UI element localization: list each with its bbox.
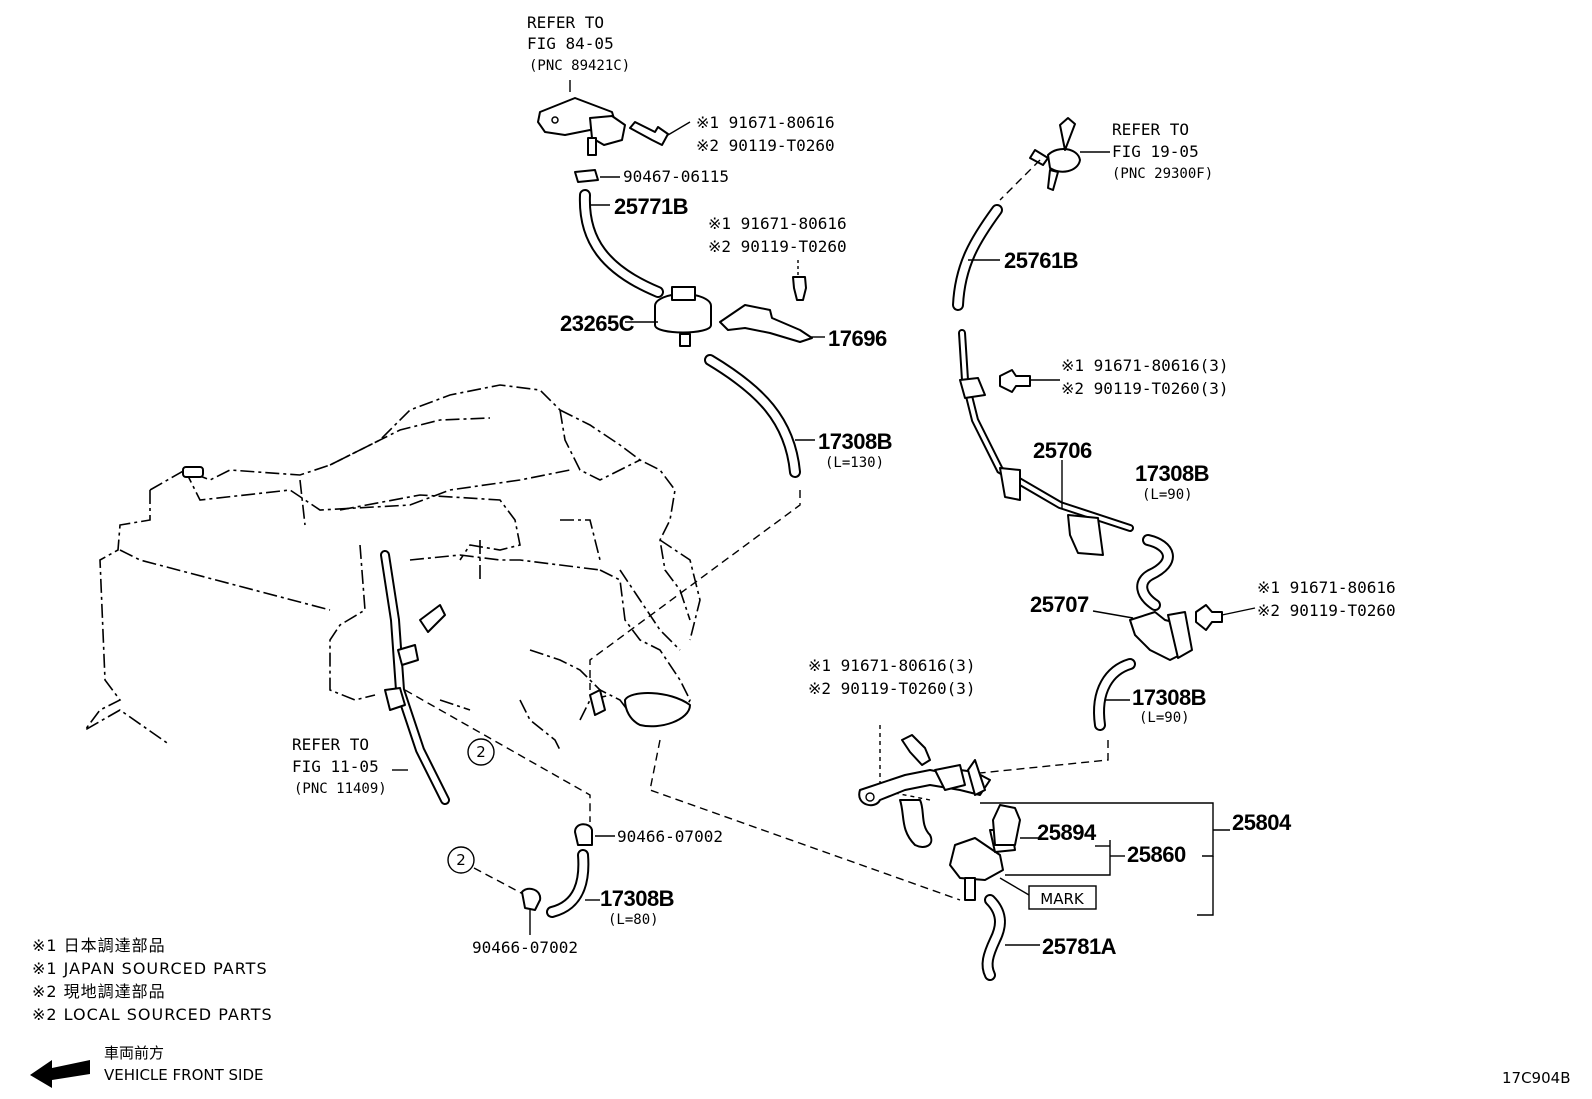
label-25707: 25707 [1030,592,1089,617]
ref-fig11-l3: (PNC 11409) [294,781,387,797]
svg-text:MARK: MARK [1040,890,1085,908]
dashed-link-4 [999,159,1041,201]
label-25894: 25894 [1037,820,1097,845]
ref-fig11-l2: FIG 11-05 [292,757,379,776]
leader-25860 [1005,840,1111,876]
label-17308B-2-length: (L=90) [1142,487,1193,503]
clamp-90466-2-icon [521,887,542,935]
dashed-link-3 [404,689,591,822]
svg-text:2: 2 [476,743,486,761]
engine-pipe [380,550,691,805]
label-17308B-3: 17308B [1132,685,1206,710]
ref-fig11-l1: REFER TO [292,735,369,754]
bolt-3-label-b: ※2 90119-T0260(3) [1061,379,1229,398]
label-90466-2: 90466-07002 [472,938,578,957]
bolt-1-icon [629,121,691,146]
label-25860: 25860 [1127,842,1186,867]
figure-code: 17C904B [1502,1069,1570,1087]
label-17308B-4: 17308B [600,886,674,911]
label-90467: 90467-06115 [623,167,729,186]
vacuum-sensor [537,80,626,156]
ref-fig84-l2: FIG 84-05 [527,34,614,53]
legend-local-jp: ※2 現地調達部品 [32,982,166,1001]
mark-callout: MARK [999,877,1097,910]
dashed-link-2 [649,739,961,901]
bracket-25707 [1092,610,1193,661]
callout-circle-2: 2 [447,846,526,896]
legend-local-en: ※2 LOCAL SOURCED PARTS [32,1005,273,1024]
ref-fig19-l1: REFER TO [1112,120,1189,139]
bracket-17696 [719,304,825,343]
label-17696: 17696 [828,326,887,351]
dashed-link-1 [589,490,801,690]
label-25706: 25706 [1033,438,1092,463]
ref-fig84-l3: (PNC 89421C) [529,58,630,74]
clamp-90466-1-icon [574,823,615,846]
bolt-5-label-b: ※2 90119-T0260(3) [808,679,976,698]
dashed-link-5 [959,740,1109,776]
bolt-4-label-b: ※2 90119-T0260 [1257,601,1396,620]
ref-fig84-l1: REFER TO [527,13,604,32]
label-17308B-1: 17308B [818,429,892,454]
engine-outline [84,384,701,751]
svg-text:2: 2 [456,851,466,869]
label-25771B: 25771B [614,194,688,219]
bolt-3-icon [999,369,1060,393]
legend-japan-jp: ※1 日本調達部品 [32,936,166,955]
pipe-25706 [958,329,1134,556]
bolt-3-label-a: ※1 91671-80616(3) [1061,356,1229,375]
bolt-5-label-a: ※1 91671-80616(3) [808,656,976,675]
bolt-4-icon [1195,604,1256,631]
front-label-en: VEHICLE FRONT SIDE [104,1066,264,1084]
label-17308B-4-length: (L=80) [608,912,659,928]
callout-circle-1: 2 [467,738,495,766]
connector-25894 [992,804,1040,846]
bolt-1-label-a: ※1 91671-80616 [696,113,835,132]
legend-japan-en: ※1 JAPAN SOURCED PARTS [32,959,268,978]
label-17308B-1-length: (L=130) [825,455,884,471]
bolt-2-label-a: ※1 91671-80616 [708,214,847,233]
label-25804: 25804 [1232,810,1292,835]
label-17308B-2: 17308B [1135,461,1209,486]
front-label-jp: 車両前方 [104,1044,164,1062]
label-17308B-3-length: (L=90) [1139,710,1190,726]
bolt-4-label-a: ※1 91671-80616 [1257,578,1396,597]
label-90466-1: 90466-07002 [617,827,723,846]
bolt-2-icon [792,260,807,301]
vsv-filter-23265C [625,286,712,347]
hose-17308B-130 [704,354,801,478]
bolt-2-label-b: ※2 90119-T0260 [708,237,847,256]
vsv-bracket [858,759,991,848]
label-25761B: 25761B [1004,248,1078,273]
tube-fig19 [1029,117,1110,191]
front-arrow-icon [30,1060,90,1088]
ref-fig19-l3: (PNC 29300F) [1112,166,1213,182]
clip-90467-icon [574,169,620,183]
ref-fig19-l2: FIG 19-05 [1112,142,1199,161]
label-23265C: 23265C [560,311,635,336]
label-25781A: 25781A [1042,934,1117,959]
bolt-1-label-b: ※2 90119-T0260 [696,136,835,155]
